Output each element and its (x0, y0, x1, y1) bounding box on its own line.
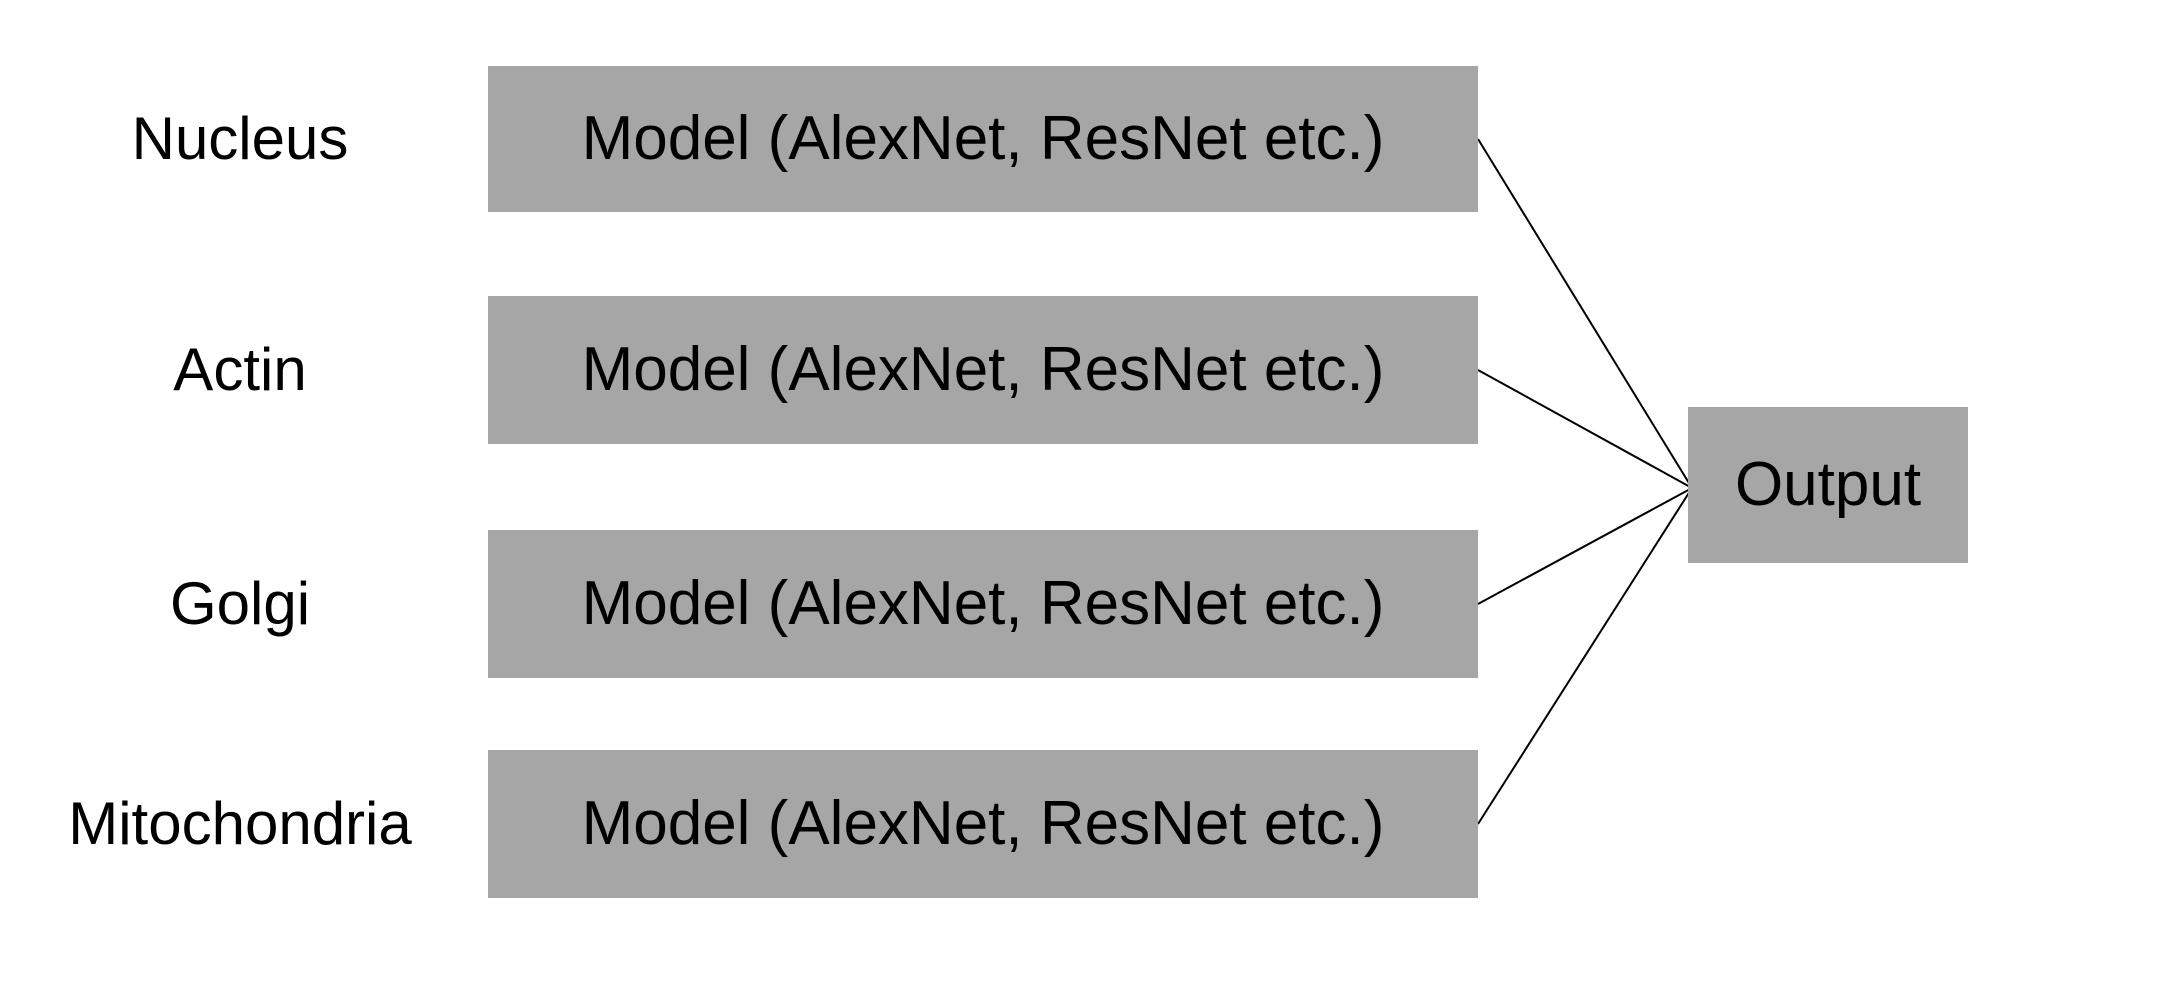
output-box: Output (1688, 407, 1968, 563)
model-box-actin: Model (AlexNet, ResNet etc.) (488, 296, 1478, 444)
connector-mitochondria-to-output (1477, 487, 1693, 825)
row-label-mitochondria: Mitochondria (68, 790, 412, 857)
model-box-nucleus: Model (AlexNet, ResNet etc.) (488, 66, 1478, 212)
row-label-golgi: Golgi (169, 570, 311, 637)
model-box-mitochondria: Model (AlexNet, ResNet etc.) (488, 750, 1478, 898)
connector-actin-to-output (1477, 369, 1693, 489)
model-box-golgi: Model (AlexNet, ResNet etc.) (488, 530, 1478, 678)
row-label-actin: Actin (173, 336, 307, 403)
connector-nucleus-to-output (1477, 138, 1693, 489)
row-label-nucleus: Nucleus (131, 105, 349, 172)
connector-golgi-to-output (1477, 487, 1693, 605)
